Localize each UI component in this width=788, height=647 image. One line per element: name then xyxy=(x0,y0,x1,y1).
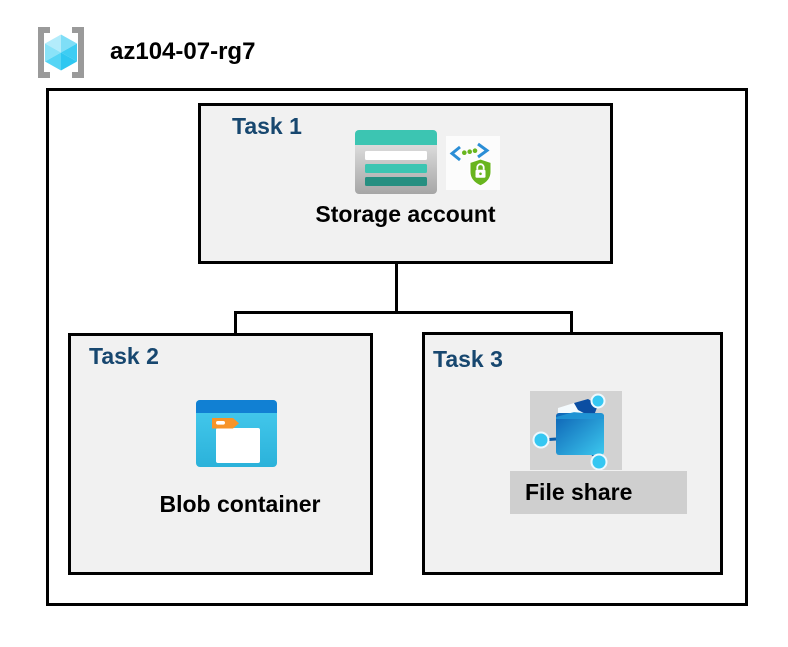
storage-account-icon xyxy=(355,130,437,194)
resource-group-name: az104-07-rg7 xyxy=(110,38,256,65)
connector-split-bar xyxy=(234,311,573,314)
task1-label: Task 1 xyxy=(232,113,302,139)
task3-label: Task 3 xyxy=(433,346,503,372)
task3-box: Task 3 File share xyxy=(422,332,723,575)
resource-group-icon xyxy=(38,27,84,78)
connector-storage-stem xyxy=(395,233,398,314)
task1-box: Task 1 Storage xyxy=(198,103,613,264)
file-share-icon xyxy=(532,393,608,470)
task2-label: Task 2 xyxy=(89,343,159,369)
blob-container-label: Blob container xyxy=(159,491,321,517)
file-share-label: File share xyxy=(510,471,687,514)
sas-lock-icon xyxy=(446,136,500,190)
blob-container-icon xyxy=(196,400,277,467)
task2-box: Task 2 Blob container xyxy=(68,333,373,575)
storage-account-label: Storage account xyxy=(315,201,496,227)
